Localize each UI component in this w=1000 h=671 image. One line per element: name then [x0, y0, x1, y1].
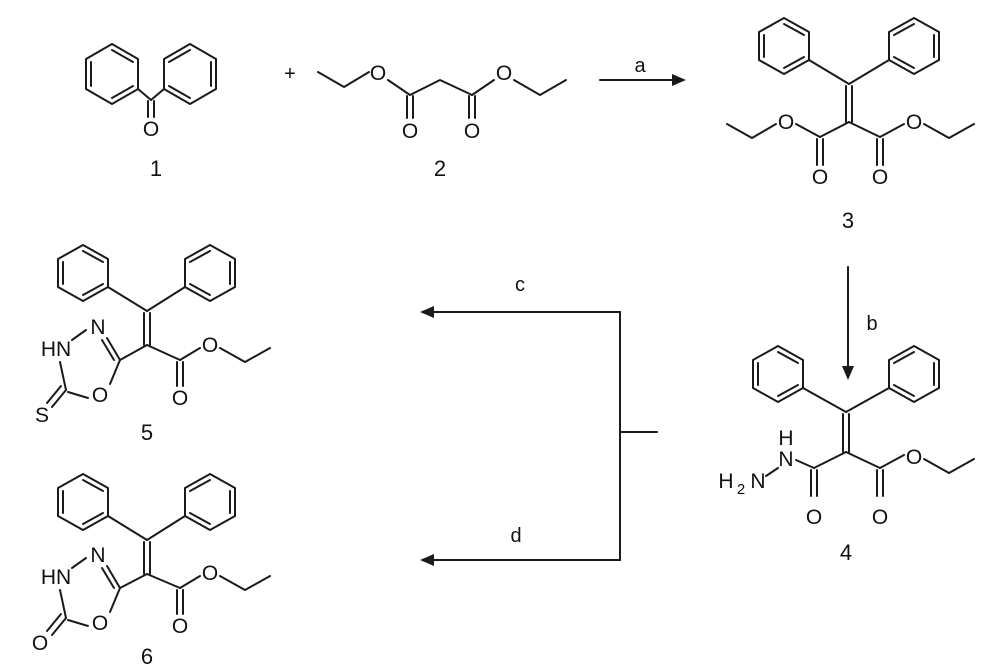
atom-h2n-h: H: [718, 470, 733, 493]
arrow-b: [842, 266, 854, 380]
atom-o: O: [402, 120, 418, 143]
benzene-ring: [184, 473, 236, 531]
atom-h: H: [778, 427, 793, 450]
benzene-ring: [888, 345, 940, 403]
reagent-b-label: b: [866, 313, 877, 335]
atom-o: O: [92, 384, 108, 407]
compound-5-structure: O O N HN O S: [35, 244, 271, 427]
reagent-d-label: d: [510, 525, 521, 547]
compound-5-label: 5: [141, 420, 153, 445]
atom-o: O: [202, 334, 218, 357]
benzene-ring: [184, 244, 236, 302]
atom-n: N: [90, 316, 105, 339]
compound-3-label: 3: [842, 208, 854, 233]
compound-4-structure: O O H N N H 2 O: [718, 345, 975, 529]
compound-4-label: 4: [840, 540, 852, 565]
atom-o: O: [32, 632, 48, 655]
arrow-a: [599, 74, 686, 86]
atom-n: N: [778, 448, 793, 471]
atom-h2n-subscript: 2: [737, 481, 745, 498]
atom-nh: HN: [41, 566, 71, 589]
atom-s: S: [35, 404, 49, 427]
atom-o: O: [370, 62, 386, 85]
atom-o: O: [806, 506, 822, 529]
reagent-c-label: c: [515, 274, 525, 296]
atom-o: O: [906, 111, 922, 134]
benzene-ring: [888, 17, 940, 75]
benzene-ring: [57, 244, 109, 302]
branch-arrows: [420, 306, 658, 566]
atom-o: O: [496, 62, 512, 85]
benzene-ring: [752, 345, 804, 403]
compound-6-structure: O O N HN O O: [32, 473, 271, 655]
atom-o: O: [872, 166, 888, 189]
benzene-ring: [163, 43, 217, 105]
benzene-ring: [758, 17, 810, 75]
compound-1-structure: O: [85, 43, 217, 141]
benzene-ring: [85, 43, 139, 105]
atom-o: O: [872, 506, 888, 529]
plus-sign: +: [284, 63, 296, 85]
atom-n: N: [750, 470, 765, 493]
compound-2-label: 2: [434, 156, 446, 181]
atom-nh: HN: [41, 338, 71, 361]
atom-n: N: [90, 544, 105, 567]
atom-o: O: [172, 615, 188, 638]
atom-o: O: [143, 118, 159, 141]
compound-2-structure: O O O O: [317, 62, 567, 143]
reagent-a-label: a: [634, 55, 646, 77]
atom-o: O: [92, 612, 108, 635]
atom-o: O: [172, 387, 188, 410]
atom-o: O: [202, 562, 218, 585]
compound-3-structure: O O O O: [726, 17, 975, 189]
atom-o: O: [778, 111, 794, 134]
atom-o: O: [812, 166, 828, 189]
compound-1-label: 1: [150, 156, 162, 181]
compound-6-label: 6: [141, 644, 153, 669]
benzene-ring: [57, 473, 109, 531]
atom-o: O: [464, 120, 480, 143]
atom-o: O: [906, 446, 922, 469]
